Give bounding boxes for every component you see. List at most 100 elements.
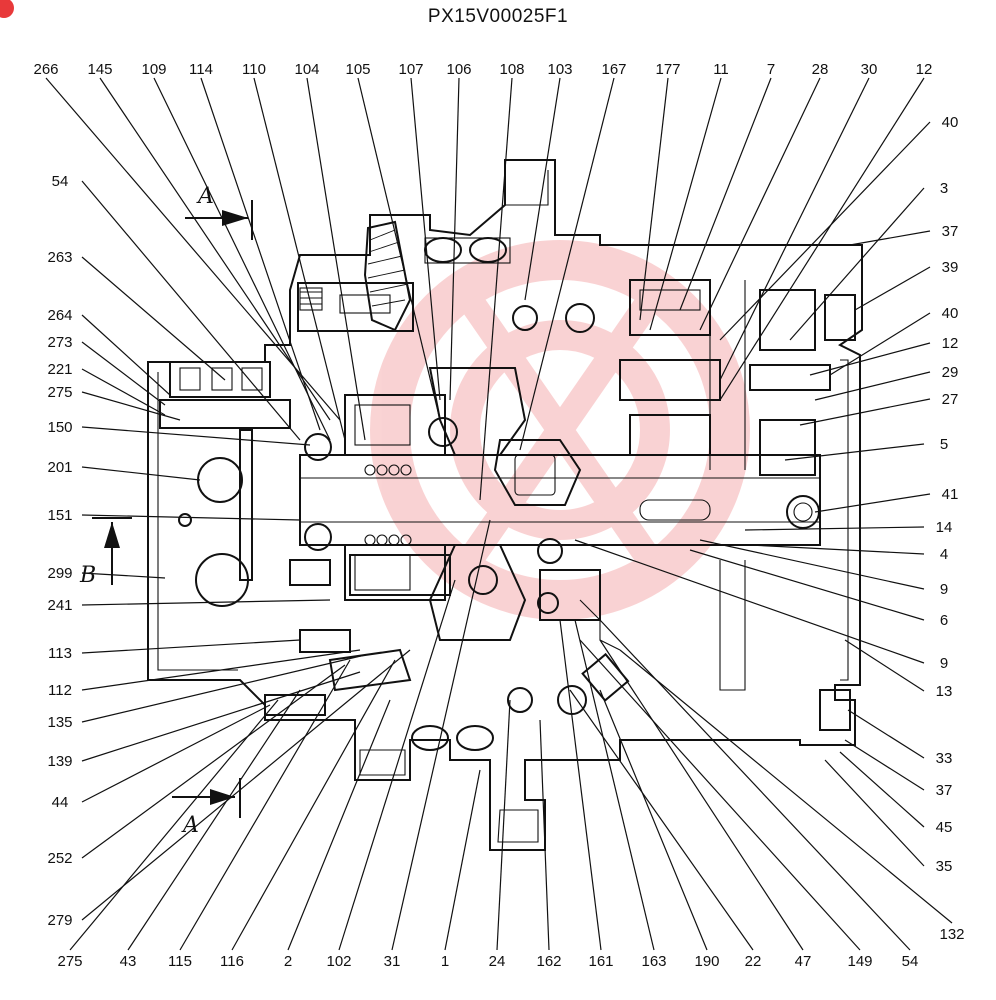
leader-line-top-110 bbox=[253, 77, 346, 441]
leader-line-bottom-161 bbox=[559, 619, 602, 951]
callout-bottom-162: 162 bbox=[536, 953, 561, 970]
leader-line-left-221 bbox=[81, 368, 166, 416]
section-mark-a-top: A bbox=[185, 184, 253, 240]
leader-line-top-12 bbox=[719, 77, 925, 401]
callout-left-279: 279 bbox=[47, 912, 72, 929]
casting-hatch bbox=[363, 220, 412, 332]
callout-right-40: 40 bbox=[942, 114, 959, 131]
leader-line-bottom-1 bbox=[444, 769, 481, 951]
callout-right-33: 33 bbox=[936, 750, 953, 767]
callout-right-14: 14 bbox=[936, 519, 953, 536]
leader-line-top-106 bbox=[449, 77, 460, 401]
callout-right-37: 37 bbox=[942, 223, 959, 240]
callout-left-273: 273 bbox=[47, 334, 72, 351]
leader-line-right-5 bbox=[784, 443, 925, 461]
leader-line-top-28 bbox=[699, 77, 821, 331]
leader-line-right-27 bbox=[799, 398, 931, 426]
callout-top-266: 266 bbox=[33, 61, 58, 78]
leader-line-left-273 bbox=[81, 341, 166, 406]
leader-line-bottom-24 bbox=[496, 699, 511, 951]
callout-top-177: 177 bbox=[655, 61, 680, 78]
callout-left-241: 241 bbox=[47, 597, 72, 614]
callout-top-107: 107 bbox=[398, 61, 423, 78]
callout-left-275: 275 bbox=[47, 384, 72, 401]
callout-bottom-1: 1 bbox=[441, 953, 449, 970]
section-mark-a-bottom: A bbox=[172, 778, 241, 838]
leader-line-bottom-163 bbox=[574, 619, 655, 951]
leader-line-left-275 bbox=[81, 391, 181, 421]
callout-right-41: 41 bbox=[942, 486, 959, 503]
callout-left-264: 264 bbox=[47, 307, 72, 324]
left-regulator bbox=[159, 361, 451, 716]
leader-line-left-139 bbox=[81, 671, 361, 762]
leader-line-bottom-102 bbox=[338, 579, 456, 951]
leader-line-right-37 bbox=[844, 739, 925, 791]
callout-top-110: 110 bbox=[242, 61, 266, 78]
leader-line-right-33 bbox=[847, 709, 925, 759]
leader-line-top-145 bbox=[99, 77, 331, 421]
leader-line-top-114 bbox=[200, 77, 321, 431]
callout-bottom-116: 116 bbox=[220, 953, 244, 970]
leader-line-left-279 bbox=[81, 649, 411, 921]
callout-bottom-132: 132 bbox=[939, 926, 964, 943]
callout-left-221: 221 bbox=[47, 361, 72, 378]
leader-line-top-167 bbox=[519, 77, 615, 451]
callout-right-29: 29 bbox=[942, 364, 959, 381]
leader-line-left-135 bbox=[81, 654, 366, 723]
callout-bottom-24: 24 bbox=[489, 953, 506, 970]
callout-right-39: 39 bbox=[942, 259, 959, 276]
leader-line-top-177 bbox=[639, 77, 669, 321]
leader-line-right-9 bbox=[574, 539, 925, 664]
callout-right-4: 4 bbox=[940, 546, 948, 563]
callout-top-108: 108 bbox=[499, 61, 524, 78]
leader-line-bottom-22 bbox=[569, 689, 754, 951]
leader-line-right-9 bbox=[699, 539, 925, 590]
callout-left-112: 112 bbox=[48, 682, 72, 699]
leader-line-top-109 bbox=[153, 77, 331, 441]
callout-bottom-22: 22 bbox=[745, 953, 762, 970]
callout-top-104: 104 bbox=[294, 61, 319, 78]
leader-line-top-103 bbox=[524, 77, 561, 301]
leader-line-right-3 bbox=[789, 187, 925, 341]
callout-left-299: 299 bbox=[47, 565, 72, 582]
leader-lines bbox=[45, 77, 953, 951]
leader-line-bottom-43 bbox=[127, 689, 301, 951]
leader-line-left-264 bbox=[81, 314, 171, 396]
callout-bottom-190: 190 bbox=[694, 953, 719, 970]
leader-line-top-30 bbox=[719, 77, 870, 381]
callout-top-109: 109 bbox=[141, 61, 166, 78]
callout-top-103: 103 bbox=[547, 61, 572, 78]
drawing-number: PX15V00025F1 bbox=[427, 6, 569, 27]
leader-line-top-107 bbox=[410, 77, 441, 401]
callout-left-201: 201 bbox=[47, 459, 72, 476]
housing-outline bbox=[147, 159, 863, 851]
section-label-a-bottom: A bbox=[181, 813, 199, 838]
leader-line-left-299 bbox=[81, 572, 166, 579]
callout-bottom-163: 163 bbox=[641, 953, 666, 970]
leader-line-right-4 bbox=[749, 544, 925, 555]
leader-line-bottom-275 bbox=[69, 699, 279, 951]
callout-right-40: 40 bbox=[942, 305, 959, 322]
callout-right-35: 35 bbox=[936, 858, 953, 875]
leader-line-right-45 bbox=[839, 751, 925, 828]
callout-top-28: 28 bbox=[812, 61, 829, 78]
callout-bottom-31: 31 bbox=[384, 953, 401, 970]
leader-line-right-41 bbox=[814, 493, 931, 513]
leader-line-left-241 bbox=[81, 599, 331, 606]
leader-line-bottom-132 bbox=[619, 649, 953, 924]
leader-line-left-150 bbox=[81, 426, 311, 446]
callout-right-9: 9 bbox=[940, 655, 948, 672]
leader-line-bottom-162 bbox=[539, 719, 550, 951]
callout-left-139: 139 bbox=[47, 753, 72, 770]
callout-left-252: 252 bbox=[47, 850, 72, 867]
leader-line-bottom-2 bbox=[287, 699, 391, 951]
callout-left-113: 113 bbox=[48, 645, 72, 662]
leader-line-bottom-31 bbox=[391, 519, 491, 951]
callout-top-106: 106 bbox=[446, 61, 471, 78]
callout-left-44: 44 bbox=[52, 794, 69, 811]
callout-top-145: 145 bbox=[87, 61, 112, 78]
callout-right-5: 5 bbox=[940, 436, 948, 453]
leader-line-left-252 bbox=[81, 664, 346, 859]
leader-line-right-40 bbox=[719, 121, 931, 341]
